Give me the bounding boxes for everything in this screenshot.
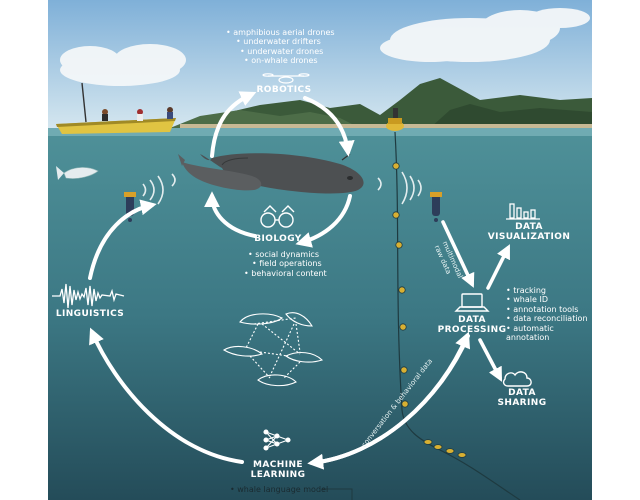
list-item: social dynamics bbox=[244, 250, 327, 259]
stage-label-machine-learning: MACHINE LEARNING bbox=[238, 460, 318, 480]
hydrophones bbox=[392, 162, 467, 458]
stage-label-data-processing: DATA PROCESSING bbox=[432, 315, 512, 335]
list-item: tracking bbox=[506, 286, 590, 295]
label-line: DATA bbox=[458, 315, 486, 325]
cloud-icon bbox=[502, 371, 532, 387]
label-line: MACHINE bbox=[253, 460, 303, 470]
research-boat bbox=[56, 82, 176, 134]
processing-list: tracking whale ID annotation tools data … bbox=[506, 286, 590, 342]
processing-arrows bbox=[441, 220, 510, 382]
soundwave-icon bbox=[52, 283, 125, 309]
underwater-drone-right bbox=[430, 192, 442, 222]
label-line: PROCESSING bbox=[437, 325, 507, 335]
list-item: data reconciliation bbox=[506, 314, 590, 323]
bar-chart-icon bbox=[506, 203, 540, 220]
list-item: annotation tools bbox=[506, 305, 590, 314]
label-line: SHARING bbox=[497, 398, 547, 408]
list-item: behavioral content bbox=[244, 269, 326, 278]
list-item: underwater drones bbox=[226, 47, 335, 56]
list-item: whale ID bbox=[506, 295, 590, 304]
cloud bbox=[60, 8, 590, 86]
stage-label-linguistics: LINGUISTICS bbox=[55, 309, 125, 319]
label-line: DATA bbox=[508, 388, 536, 398]
list-item: on-whale drones bbox=[226, 56, 335, 65]
stage-label-data-sharing: DATA SHARING bbox=[492, 388, 552, 408]
buoy bbox=[386, 108, 404, 131]
whale-network-icon bbox=[222, 312, 324, 387]
sperm-whales bbox=[178, 153, 364, 194]
stage-label-robotics: ROBOTICS bbox=[256, 85, 312, 95]
biology-list: social dynamics field operations behavio… bbox=[244, 250, 327, 278]
robotic-fish bbox=[56, 166, 99, 180]
list-item: whale language model bbox=[230, 485, 328, 494]
ml-list: whale language model bbox=[230, 485, 328, 494]
list-item-text: automatic annotation bbox=[506, 323, 554, 343]
drone-icon bbox=[262, 73, 310, 84]
cycle-arrows bbox=[88, 91, 471, 470]
stage-label-biology: BIOLOGY bbox=[254, 234, 302, 244]
neural-network-icon bbox=[263, 429, 291, 451]
binoculars-icon bbox=[260, 205, 295, 228]
list-item: automatic annotation bbox=[506, 324, 576, 343]
mooring-line bbox=[394, 131, 441, 451]
robotics-list: amphibious aerial drones underwater drif… bbox=[226, 28, 335, 66]
sound-waves bbox=[142, 171, 422, 205]
stage-label-data-visualization: DATA VISUALIZATION bbox=[486, 222, 572, 242]
list-item: amphibious aerial drones bbox=[226, 28, 334, 37]
label-line: VISUALIZATION bbox=[487, 232, 571, 242]
label-line: LEARNING bbox=[250, 470, 306, 480]
label-line: DATA bbox=[515, 222, 543, 232]
list-item: underwater drifters bbox=[226, 37, 335, 46]
laptop-icon bbox=[454, 293, 490, 312]
list-item: field operations bbox=[244, 259, 327, 268]
